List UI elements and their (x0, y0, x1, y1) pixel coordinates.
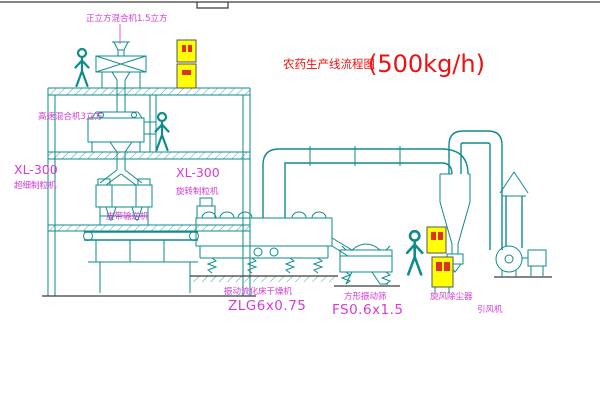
control-cabinet-2 (426, 226, 447, 254)
page-title: 农药生产线流程图 (283, 57, 375, 71)
page-title-capacity: (500kg/h) (368, 50, 485, 78)
building-structure (42, 87, 256, 297)
exhaust-duct (262, 146, 469, 218)
label-sieve-model: FS0.6x1.5 (332, 302, 404, 318)
high-speed-mixer (87, 111, 157, 170)
person-figure-1 (74, 47, 90, 88)
fan-motor (527, 249, 547, 267)
person-figure-3 (405, 229, 424, 276)
label-granulator-mid-name: 旋转制粒机 (176, 186, 219, 197)
control-cabinet-3 (431, 256, 454, 293)
label-sieve-name: 方形振动筛 (344, 291, 387, 302)
label-fan-name: 引风机 (477, 304, 503, 315)
drawing-title: 农药生产线流程图 (500kg/h) (283, 50, 485, 78)
label-high-speed-mixer: 高速混合机3立方 (38, 111, 103, 122)
exhaust-stack (505, 196, 523, 248)
label-belt-conveyor: 皮带输送机 (106, 211, 149, 222)
label-dryer-model: ZLG6x0.75 (228, 298, 306, 314)
fluid-bed-dryer (190, 197, 353, 282)
drawing-frame-top (0, 1, 600, 9)
control-cabinet-1 (176, 39, 197, 89)
label-granulator-left-name: 超细制粒机 (14, 180, 57, 191)
label-granulator-mid-model: XL-300 (176, 165, 220, 180)
belt-conveyor (83, 231, 199, 293)
cyclone (439, 130, 503, 273)
square-sieve (334, 243, 400, 287)
label-cyclone-name: 旋风除尘器 (430, 291, 473, 302)
induced-draft-fan (494, 171, 552, 278)
rain-cap-icon (499, 171, 529, 197)
equipment-labels: 正立方混合机1.5立方 高速混合机3立方 XL-300 超细制粒机 XL-300… (14, 13, 503, 318)
label-cube-mixer: 正立方混合机1.5立方 (86, 13, 168, 24)
cabinet-red-marks (431, 232, 436, 240)
cabinet-red-marks (436, 262, 442, 271)
cube-mixer (95, 41, 147, 112)
person-figure-2 (154, 111, 170, 152)
cabinet-red-marks (182, 45, 186, 52)
label-granulator-left-model: XL-300 (14, 162, 58, 177)
label-dryer-name: 振动流化床干燥机 (224, 286, 293, 297)
granulator (95, 169, 153, 225)
